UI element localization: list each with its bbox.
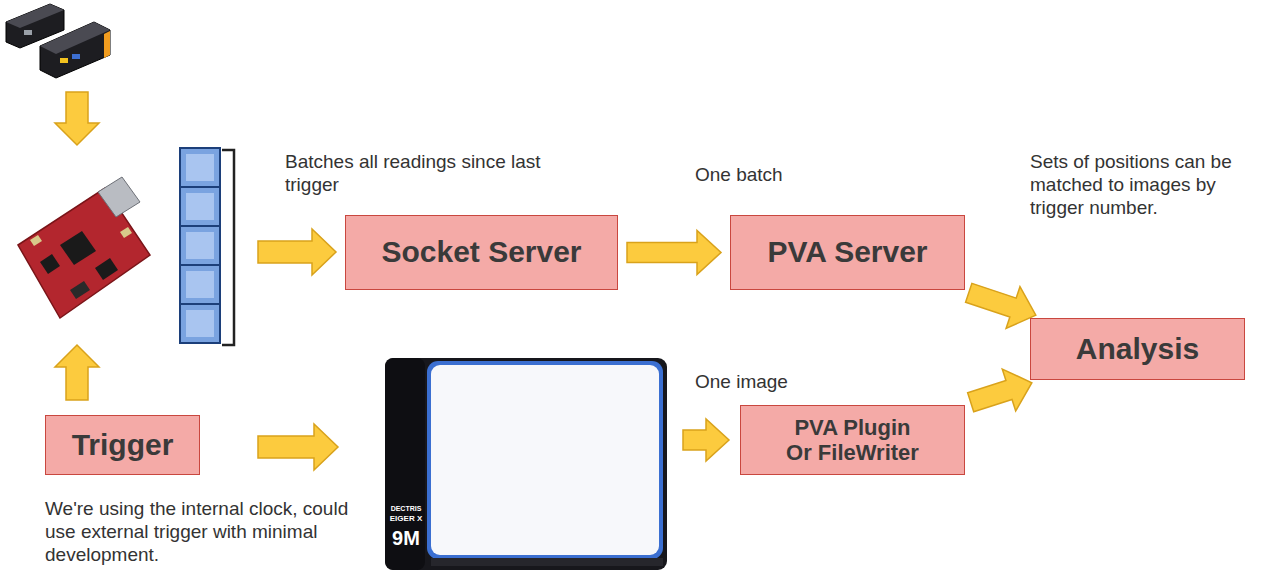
- device-brand: DECTRIS: [388, 505, 424, 513]
- encoder-port: [60, 58, 68, 63]
- board-part: [120, 227, 132, 238]
- flow-arrow: [683, 419, 729, 461]
- device-size: 9M: [388, 526, 424, 550]
- flow-arrow: [627, 231, 721, 275]
- encoder-top: [6, 4, 64, 28]
- node-label: Socket Server: [381, 235, 581, 270]
- board-chip: [60, 231, 96, 265]
- buffer-cell: [180, 226, 220, 265]
- buffer-stack: [180, 148, 220, 343]
- ethernet-jack: [98, 177, 140, 217]
- buffer-cell-face: [186, 271, 214, 298]
- process-box: Socket Server: [345, 215, 618, 290]
- node-label: Analysis: [1076, 332, 1199, 367]
- flow-arrow: [55, 345, 99, 400]
- buffer-cell: [180, 187, 220, 226]
- encoder-port: [72, 54, 80, 59]
- encoder-top: [40, 22, 110, 54]
- board-chip: [40, 254, 60, 274]
- edge-note: One batch: [695, 163, 855, 186]
- note-text: Sets of positions can be matched to imag…: [1030, 150, 1262, 220]
- detector-body: [385, 358, 667, 570]
- flow-arrow: [55, 92, 99, 145]
- encoder-stripe: [104, 31, 110, 58]
- detector-side: [385, 358, 425, 570]
- device-model: EIGER X: [388, 515, 424, 524]
- flow-arrow: [966, 283, 1036, 328]
- bracket: [222, 150, 234, 345]
- process-box: Analysis: [1030, 318, 1245, 380]
- board-part: [30, 235, 42, 246]
- controller-board: [18, 177, 150, 318]
- detector-base: [431, 558, 663, 566]
- process-box: PVA Plugin Or FileWriter: [740, 405, 965, 475]
- edge-note: One image: [695, 370, 855, 393]
- board-chip: [95, 258, 118, 280]
- board-chip: [70, 281, 90, 299]
- node-label: PVA Plugin Or FileWriter: [780, 415, 925, 466]
- buffer-cell: [180, 265, 220, 304]
- buffer-cell: [180, 304, 220, 343]
- encoder-devices: [6, 4, 110, 78]
- buffer-cell-face: [186, 232, 214, 259]
- note-text: We're using the internal clock, could us…: [45, 497, 365, 567]
- flow-arrow: [258, 424, 338, 470]
- note-text: Batches all readings since last trigger: [285, 150, 570, 196]
- flow-arrow: [258, 229, 336, 275]
- node-label: Trigger: [72, 428, 174, 463]
- buffer-cell-face: [186, 310, 214, 337]
- buffer-cell-face: [186, 154, 214, 181]
- node-label: PVA Server: [767, 235, 927, 270]
- trigger-box: Trigger: [45, 415, 200, 475]
- buffer-cell: [180, 148, 220, 187]
- detector-rim: [427, 361, 663, 559]
- detector-face: [431, 365, 659, 555]
- encoder-body: [40, 22, 110, 78]
- encoder-port: [24, 30, 32, 35]
- flow-arrow: [968, 369, 1032, 412]
- detector-illustration: [385, 358, 667, 570]
- process-box: PVA Server: [730, 215, 965, 290]
- buffer-cell-face: [186, 193, 214, 220]
